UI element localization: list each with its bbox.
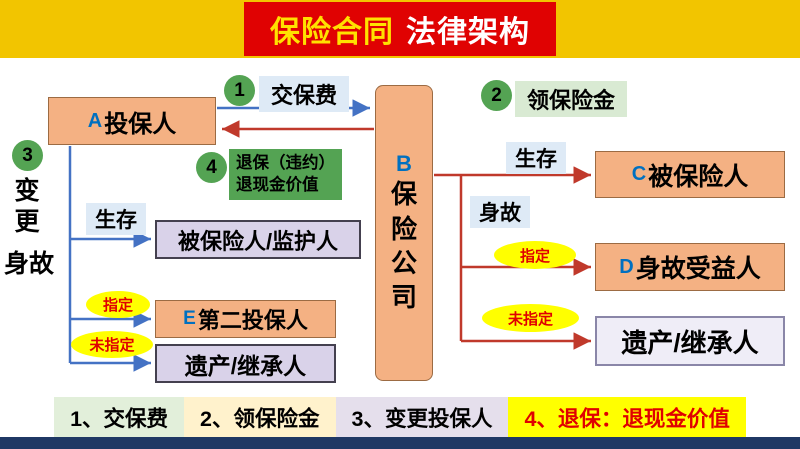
cond-left-designated: 指定 [86,291,150,318]
node-insured-guardian: 被保险人/监护人 [155,220,361,259]
node-estate-heir-right: 遗产/继承人 [595,316,785,366]
node-death-beneficiary: D 身故受益人 [595,243,785,291]
node-insurer-letter: B [396,151,412,177]
cond-right-survive: 生存 [506,142,566,174]
node-policyholder: A 投保人 [48,97,216,145]
node-second-policyholder-letter: E [183,308,196,329]
step3-death-label: 身故 [4,250,55,278]
cond-left-survive: 生存 [86,203,146,235]
node-estate-heir-left: 遗产/继承人 [155,344,336,383]
legend-item-2: 2、领保险金 [184,397,336,438]
legend-bar: 1、交保费 2、领保险金 3、变更投保人 4、退保：退现金价值 [0,397,800,438]
page-title: 保险合同法律架构 [244,2,556,56]
node-insurer-label: 保险公司 [390,179,417,313]
step3-change-label: 变更 [14,177,40,237]
node-death-beneficiary-label: 身故受益人 [635,255,761,283]
cond-left-undesignated: 未指定 [71,331,153,358]
node-insured-right-letter: C [631,163,647,185]
step4-note-line1: 退保（违约） [236,154,335,172]
legend-item-3: 3、变更投保人 [335,397,509,438]
top-banner: 保险合同法律架构 [0,0,800,58]
node-second-policyholder: E 第二投保人 [155,300,336,338]
node-insurer: B 保险公司 [375,85,433,381]
step1-circle: 1 [224,75,255,106]
legend-item-4: 4、退保：退现金价值 [508,397,746,438]
node-policyholder-letter: A [87,109,103,132]
cond-right-undesignated: 未指定 [482,304,579,332]
cond-right-designated: 指定 [494,241,576,269]
legend-item-1: 1、交保费 [54,397,185,438]
step4-note: 退保（违约） 退现金价值 [229,149,342,200]
cond-right-death: 身故 [470,196,530,228]
title-part-contract: 保险合同 [270,16,394,49]
step1-label: 交保费 [259,76,350,112]
step4-note-line2: 退现金价值 [236,176,319,195]
step2-label: 领保险金 [515,81,628,117]
step2-circle: 2 [481,80,512,111]
node-insured-right-label: 被保险人 [648,162,749,191]
footer-strip [0,437,800,449]
step4-circle: 4 [196,152,227,183]
node-insured-right: C 被保险人 [595,151,785,198]
step3-circle: 3 [12,140,43,171]
node-death-beneficiary-letter: D [619,255,634,278]
node-policyholder-label: 投保人 [104,110,177,138]
node-second-policyholder-label: 第二投保人 [197,308,308,333]
title-part-legal-structure: 法律架构 [406,16,530,49]
